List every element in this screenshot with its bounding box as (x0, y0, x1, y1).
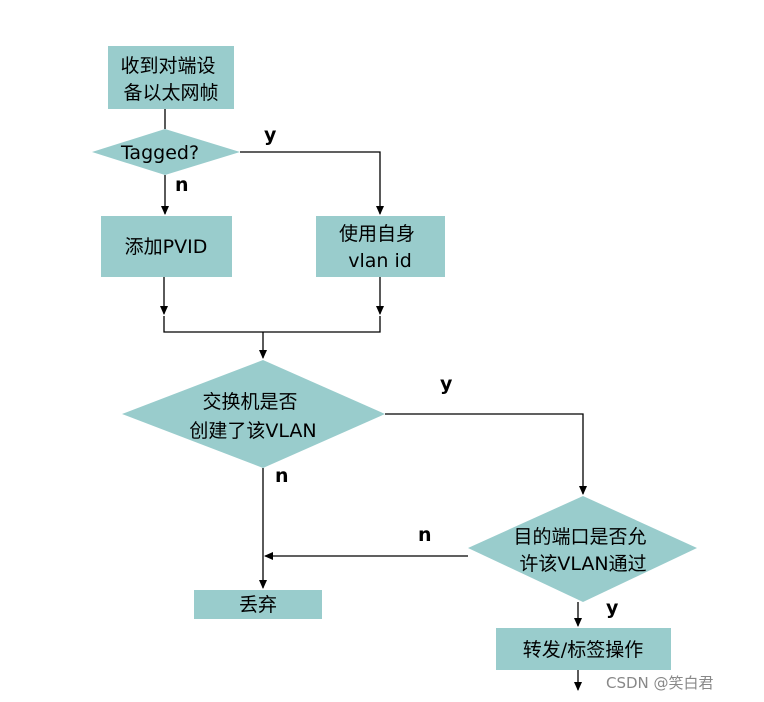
add-pvid-box (101, 216, 232, 277)
receive-frame-box (108, 46, 234, 109)
use-own-vlan-line-2: vlan id (348, 250, 412, 272)
edge-label-allowed-no: n (418, 524, 432, 546)
edge-label-tagged-yes: y (264, 124, 277, 146)
receive-frame-line-2: 备以太网帧 (123, 82, 218, 104)
port-allowed-decision (468, 496, 697, 602)
use-own-vlan-box (316, 216, 445, 277)
port-allowed-label: 目的端口是否允 许该VLAN通过 (513, 526, 652, 575)
edge-label-tagged-no: n (175, 174, 189, 196)
port-allowed-line-2: 许该VLAN通过 (519, 553, 646, 575)
vlan-created-decision (122, 360, 385, 468)
edge-created-yes (385, 413, 587, 495)
receive-frame-label: 收到对端设 备以太网帧 (120, 55, 221, 104)
use-own-vlan-label: 使用自身 vlan id (339, 223, 421, 272)
edge-tagged-yes (240, 151, 384, 215)
discard-label: 丢弃 (239, 594, 277, 616)
edge-merge (163, 316, 381, 333)
edge-label-created-yes: y (440, 373, 453, 395)
forward-box (496, 628, 671, 670)
port-allowed-line-1: 目的端口是否允 (513, 526, 646, 548)
receive-frame-line-1: 收到对端设 (120, 55, 215, 77)
edge-label-allowed-yes: y (606, 597, 619, 619)
vlan-created-line-1: 交换机是否 (202, 391, 297, 413)
vlan-created-label: 交换机是否 创建了该VLAN (189, 391, 316, 442)
tagged-label: Tagged? (120, 142, 199, 164)
discard-box (194, 590, 322, 619)
use-own-vlan-line-1: 使用自身 (339, 223, 415, 245)
forward-label: 转发/标签操作 (523, 639, 643, 661)
tagged-decision (92, 129, 240, 175)
vlan-created-line-2: 创建了该VLAN (189, 420, 316, 442)
watermark: CSDN @笑白君 (606, 674, 714, 692)
edge-label-created-no: n (275, 465, 289, 487)
add-pvid-label: 添加PVID (125, 236, 208, 258)
